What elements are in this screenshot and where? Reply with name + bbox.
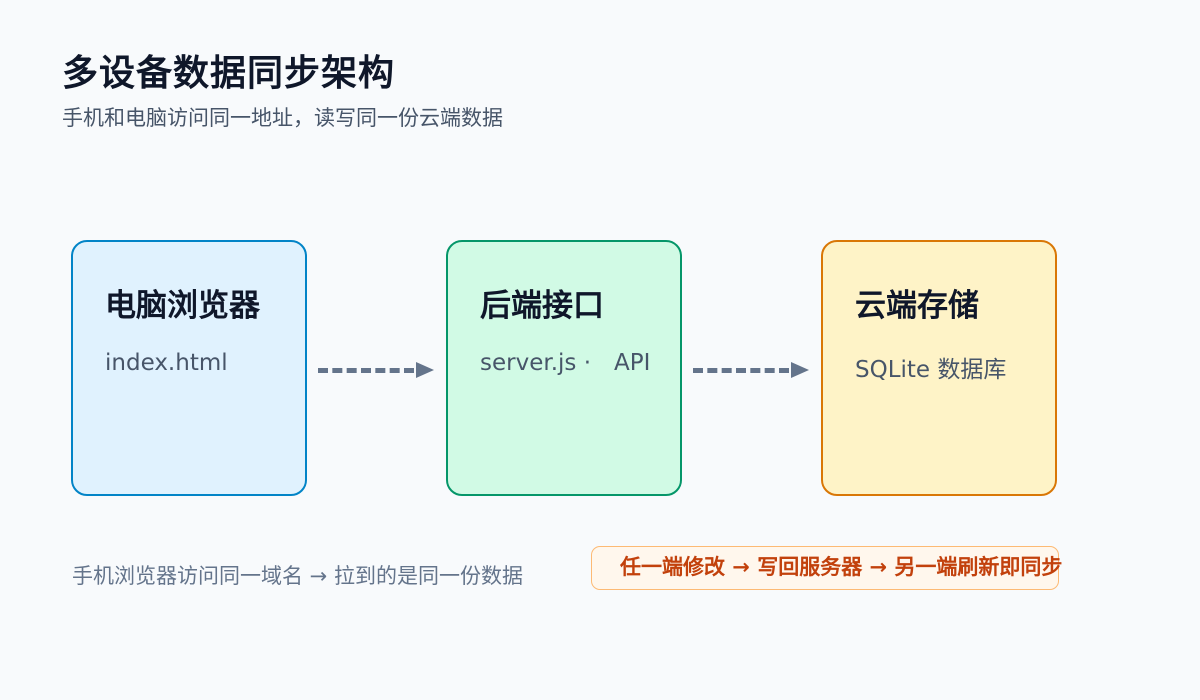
node-backend-api: 后端接口 server.js · API	[446, 240, 682, 496]
node-browser-subtitle: index.html	[105, 350, 228, 376]
page-title: 多设备数据同步架构	[62, 53, 396, 94]
node-backend-api-subtitle: server.js · API	[480, 350, 651, 376]
page-subtitle: 手机和电脑访问同一地址，读写同一份云端数据	[62, 106, 503, 130]
sync-highlight-box: 任一端修改 → 写回服务器 → 另一端刷新即同步	[591, 546, 1063, 590]
connector-api-to-storage-arrowhead	[791, 362, 809, 378]
connector-browser-to-api-arrowhead	[416, 362, 434, 378]
connector-api-to-storage-line	[693, 368, 789, 373]
node-browser-title: 电脑浏览器	[105, 288, 260, 324]
node-cloud-storage-title: 云端存储	[855, 288, 979, 324]
node-browser: 电脑浏览器 index.html	[71, 240, 307, 496]
node-cloud-storage-subtitle: SQLite 数据库	[855, 357, 1007, 383]
connector-browser-to-api-line	[318, 368, 414, 373]
footer-note: 手机浏览器访问同一域名 → 拉到的是同一份数据	[72, 564, 523, 588]
node-cloud-storage: 云端存储 SQLite 数据库	[821, 240, 1057, 496]
sync-highlight-text: 任一端修改 → 写回服务器 → 另一端刷新即同步	[620, 555, 1063, 579]
node-backend-api-title: 后端接口	[480, 288, 604, 324]
